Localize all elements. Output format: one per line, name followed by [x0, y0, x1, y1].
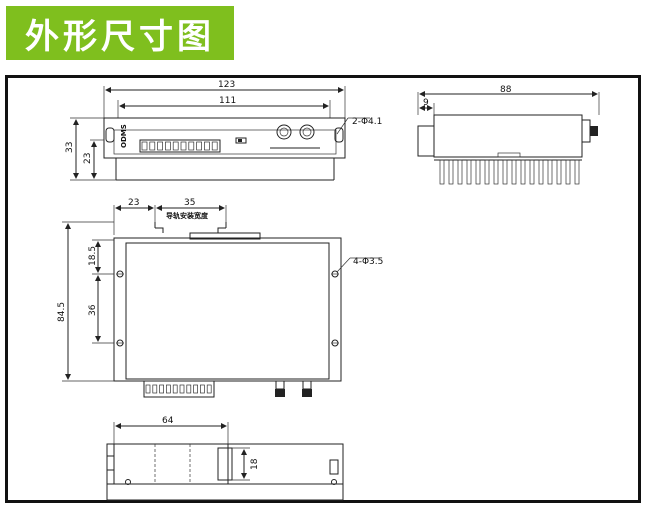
drawing-frame — [5, 75, 641, 503]
terminal-pin — [157, 141, 163, 151]
connector-pin — [179, 384, 185, 394]
heatsink-fin — [475, 159, 481, 185]
connector-pin — [145, 384, 151, 394]
heatsink-fin — [565, 159, 571, 185]
heatsink-fin — [457, 159, 463, 185]
dim-inner-height: 23 — [83, 153, 93, 164]
dim-front-offset-left: 23 — [128, 198, 139, 208]
dim-front-lower: 36 — [88, 304, 98, 316]
dim-height: 33 — [65, 142, 75, 153]
heatsink-fin — [502, 159, 508, 185]
title-banner: 外形尺寸图 — [6, 6, 234, 60]
page-title: 外形尺寸图 — [25, 16, 215, 57]
terminal-pin — [141, 141, 148, 151]
bottom-view: 64 18 — [106, 416, 344, 501]
dim-inner-width: 111 — [219, 96, 236, 106]
dim-depth: 88 — [500, 85, 512, 95]
dim-bottom-width: 64 — [162, 416, 174, 426]
heatsink-fin — [520, 159, 526, 185]
heatsink-fin — [538, 159, 544, 185]
dim-front-upper: 18.5 — [88, 246, 98, 266]
terminal-pin — [149, 141, 156, 151]
dim-bottom-height: 18 — [250, 458, 260, 470]
top-view: 123 111 ODMS 2-Φ4.1 — [65, 80, 382, 181]
heatsink-fin — [574, 159, 580, 185]
terminal-pin — [211, 141, 218, 151]
dim-front-holes: 4-Φ3.5 — [353, 257, 383, 267]
connector-pin — [152, 384, 158, 394]
connector-pin — [166, 384, 171, 394]
terminal-pin — [196, 141, 202, 151]
dim-rail-width: 35 — [184, 198, 195, 208]
heatsink-fin — [493, 159, 499, 185]
heatsink-fin — [556, 159, 562, 185]
connector-pin — [172, 384, 178, 394]
heatsink-fin — [484, 159, 490, 185]
heatsink-fin — [466, 159, 472, 185]
brand-label: ODMS — [120, 124, 128, 148]
terminal-pin — [180, 141, 187, 151]
heatsink-fin — [547, 159, 553, 185]
front-view: 23 35 导轨安装宽度 4-Φ3.5 84.5 — [57, 198, 383, 398]
terminal-pin — [172, 141, 179, 151]
heatsink-fin — [448, 159, 454, 185]
connector-pin — [193, 384, 198, 394]
terminal-pin — [188, 141, 195, 151]
heatsink-fin — [529, 159, 535, 185]
terminal-pin — [204, 141, 210, 151]
dim-front-height: 84.5 — [57, 302, 67, 322]
terminal-block — [139, 139, 221, 153]
rail-mount-label: 导轨安装宽度 — [166, 211, 209, 220]
connector-pin — [206, 384, 212, 394]
dim-overall-width: 123 — [218, 80, 235, 90]
dim-offset: 9 — [423, 98, 429, 108]
side-view: 88 9 — [417, 85, 600, 185]
heatsink-fin — [511, 159, 517, 185]
dim-top-holes: 2-Φ4.1 — [352, 117, 382, 127]
connector-pin — [159, 384, 164, 394]
mount-holes — [116, 270, 339, 347]
heatsink-fin — [439, 159, 445, 185]
terminal-pin — [165, 141, 171, 151]
connector-pin — [200, 384, 205, 394]
connector-pin — [186, 384, 192, 394]
